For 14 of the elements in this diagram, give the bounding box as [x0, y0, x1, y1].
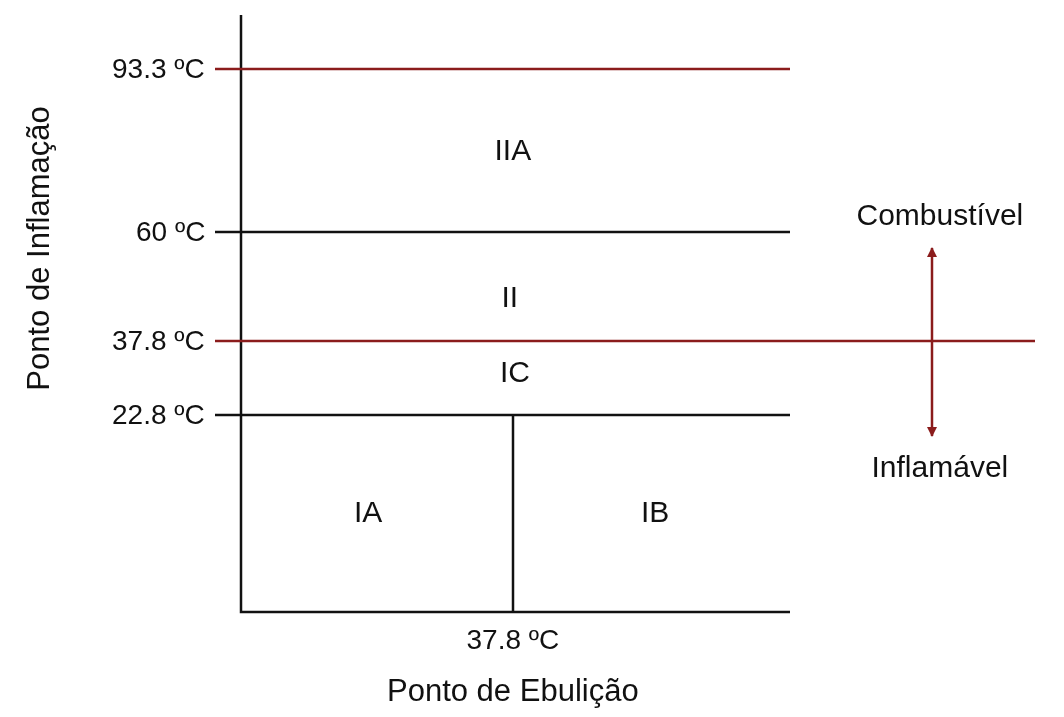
axis-title: Ponto de Inflamação [22, 105, 54, 391]
tick-label: 37.8 ºC [466, 626, 560, 654]
category-label: Inflamável [871, 452, 1009, 482]
region-label: II [501, 282, 519, 312]
tick-label: 93.3 ºC [112, 55, 205, 83]
tick-label: 22.8 ºC [112, 401, 205, 429]
tick-label: 37.8 ºC [112, 327, 205, 355]
region-label: IA [354, 497, 383, 527]
category-label: Combustível [856, 200, 1024, 230]
region-label: IB [641, 497, 670, 527]
region-label: IC [500, 357, 530, 387]
axis-title: Ponto de Ebulição [387, 674, 639, 706]
region-label: IIA [494, 135, 532, 165]
tick-label: 60 ºC [136, 218, 206, 246]
